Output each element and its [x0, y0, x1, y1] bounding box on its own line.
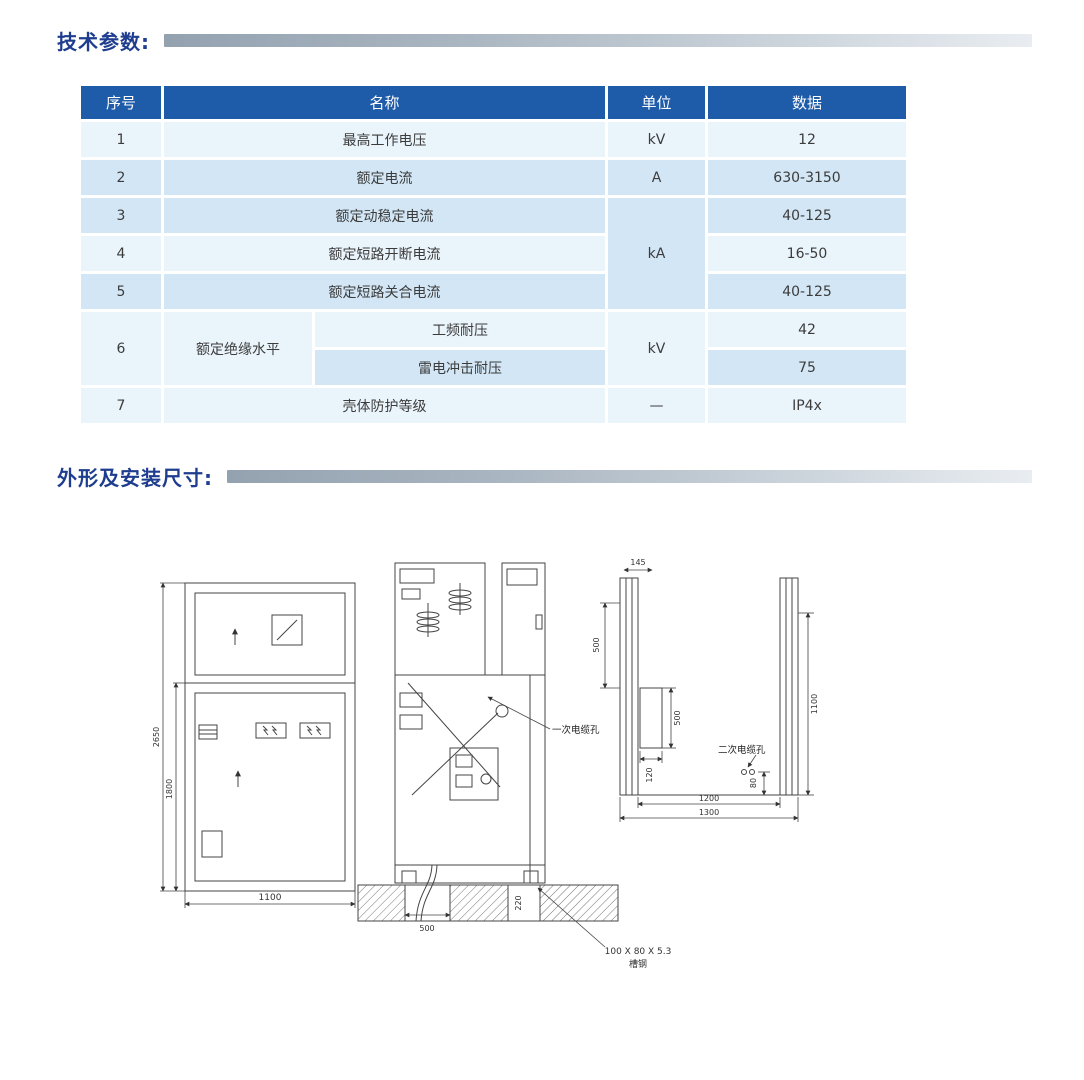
channel-steel-note-line1: 100 X 80 X 5.3: [605, 947, 672, 957]
drawing-texts: 2650 1800 1100 500 220 145 500 500 120 1…: [152, 558, 819, 970]
dim-plan-small: 80: [749, 778, 758, 788]
channel-rail-left: [619, 577, 639, 796]
cell-data: 16-50: [708, 236, 906, 271]
secondary-cable-hole-label: 二次电缆孔: [718, 744, 766, 756]
warning-plate: [299, 722, 331, 739]
cell-unit-ka: kA: [608, 198, 705, 309]
channel-steel-note-line2: 槽钢: [629, 958, 647, 970]
cell-no: 3: [81, 198, 161, 233]
technical-parameters-table: 序号 名称 单位 数据 1 最高工作电压 kV 12 2 额定电流 A 630-…: [78, 83, 909, 426]
ground-section: [357, 884, 619, 948]
cell-no: 7: [81, 388, 161, 423]
secondary-cable-hole: [741, 769, 747, 775]
secondary-cable-hole: [749, 769, 755, 775]
decorative-bar: [227, 470, 1032, 483]
cell-unit: kV: [608, 122, 705, 157]
col-header-data: 数据: [708, 86, 906, 119]
primary-cable-hole-label: 一次电缆孔: [552, 724, 600, 736]
cell-unit: A: [608, 160, 705, 195]
col-header-name: 名称: [164, 86, 605, 119]
cell-name-insulation: 额定绝缘水平: [164, 312, 312, 385]
cell-data: 75: [708, 350, 906, 385]
cell-data: 40-125: [708, 274, 906, 309]
table-row: 2 额定电流 A 630-3150: [81, 160, 906, 195]
dim-plan-inner: 1200: [699, 794, 719, 803]
dim-plan-left: 500: [592, 637, 601, 652]
section-title-technical-params: 技术参数:: [57, 30, 150, 54]
front-dimensions: [160, 582, 356, 908]
dim-hole-width: 120: [645, 767, 654, 782]
dim-front-width: 1100: [259, 893, 282, 903]
cell-name: 额定动稳定电流: [164, 198, 605, 233]
outline-drawing-area: 2650 1800 1100 500 220 145 500 500 120 1…: [150, 533, 1084, 1007]
cell-data: 12: [708, 122, 906, 157]
cell-data: IP4x: [708, 388, 906, 423]
dim-hole-height: 500: [673, 710, 682, 725]
cell-data: 40-125: [708, 198, 906, 233]
primary-hole-leader: [487, 696, 551, 730]
dim-plan-depth: 1100: [810, 694, 819, 714]
col-header-unit: 单位: [608, 86, 705, 119]
cell-unit: —: [608, 388, 705, 423]
channel-rail-right: [779, 577, 799, 796]
section-technical-params-header: 技术参数:: [0, 26, 1084, 55]
cell-subname: 工频耐压: [315, 312, 605, 347]
table-row: 6 额定绝缘水平 工频耐压 kV 42: [81, 312, 906, 385]
lightning-icon: [271, 725, 278, 736]
plan-view: [619, 577, 799, 796]
cell-no: 2: [81, 160, 161, 195]
dim-front-lower-height: 1800: [165, 779, 174, 799]
table-row: 3 额定动稳定电流 kA 40-125: [81, 198, 906, 309]
primary-cable-hole: [639, 687, 663, 749]
cell-name: 最高工作电压: [164, 122, 605, 157]
section-title-dimensions: 外形及安装尺寸:: [57, 466, 213, 490]
outline-drawing: 2650 1800 1100 500 220 145 500 500 120 1…: [152, 558, 819, 970]
col-header-no: 序号: [81, 86, 161, 119]
cell-data: 42: [708, 312, 906, 347]
table-row: 1 最高工作电压 kV 12: [81, 122, 906, 157]
cell-data: 630-3150: [708, 160, 906, 195]
secondary-hole-leader: [747, 754, 757, 768]
cell-name: 额定电流: [164, 160, 605, 195]
table-row: 7 壳体防护等级 — IP4x: [81, 388, 906, 423]
side-view: [394, 562, 546, 922]
dim-trench2: 220: [514, 895, 523, 910]
dim-plan-offset: 145: [630, 558, 645, 567]
plan-dimensions: [487, 567, 814, 822]
cell-name: 额定短路开断电流: [164, 236, 605, 271]
section-dimensions-header: 外形及安装尺寸:: [0, 462, 1084, 491]
warning-plate: [255, 722, 287, 739]
cell-no: 1: [81, 122, 161, 157]
cable-curve: [415, 864, 433, 922]
table-row: 5 额定短路关合电流 40-125: [81, 274, 906, 309]
lightning-icon: [315, 725, 322, 736]
cell-subname: 雷电冲击耐压: [315, 350, 605, 385]
cell-name: 壳体防护等级: [164, 388, 605, 423]
cell-unit-kv: kV: [608, 312, 705, 385]
lightning-icon: [306, 725, 313, 736]
cell-name: 额定短路关合电流: [164, 274, 605, 309]
channel-steel-leader: [537, 887, 606, 948]
cell-no: 5: [81, 274, 161, 309]
front-view: [184, 582, 356, 892]
decorative-bar: [164, 34, 1032, 47]
cell-no: 6: [81, 312, 161, 385]
table-header-row: 序号 名称 单位 数据: [81, 86, 906, 119]
lightning-icon: [262, 725, 269, 736]
dim-plan-outer: 1300: [699, 808, 719, 817]
cell-no: 4: [81, 236, 161, 271]
table-row: 4 额定短路开断电流 16-50: [81, 236, 906, 271]
table-row: 雷电冲击耐压 75: [81, 350, 906, 385]
dim-trench-width: 500: [419, 924, 434, 933]
dim-front-total-height: 2650: [152, 727, 161, 747]
